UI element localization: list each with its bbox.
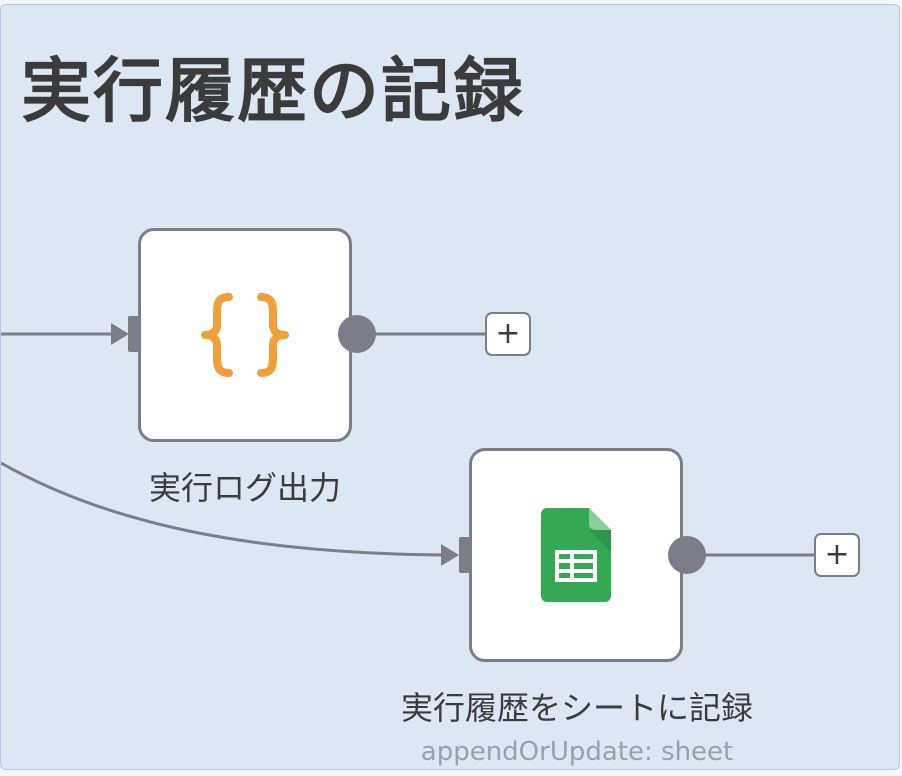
google-sheets-icon [541, 508, 611, 602]
sticky-note-title: 実行履歴の記録 [21, 50, 525, 132]
log-node-add-button[interactable]: + [485, 312, 531, 356]
log-output-node[interactable] [138, 228, 352, 442]
sheet-node-label: 実行履歴をシートに記録 [400, 689, 754, 727]
curly-braces-icon [201, 293, 289, 377]
sheet-node-add-button[interactable]: + [814, 533, 860, 577]
log-node-label: 実行ログ出力 [148, 469, 342, 507]
arrow-into-sheet-node [441, 544, 459, 566]
log-node-output-handle[interactable] [338, 315, 376, 353]
arrow-into-log-node [111, 323, 129, 345]
sheet-node-output-handle[interactable] [668, 536, 706, 574]
connections-layer [1, 323, 815, 566]
workflow-canvas[interactable]: 実行履歴の記録 + 実行ログ出力 + 実行履歴をシ [0, 4, 900, 770]
sheet-node-subtitle: appendOrUpdate: sheet [420, 737, 734, 767]
sheet-record-node[interactable] [469, 448, 683, 662]
connection-into-sheet-node [1, 461, 444, 557]
